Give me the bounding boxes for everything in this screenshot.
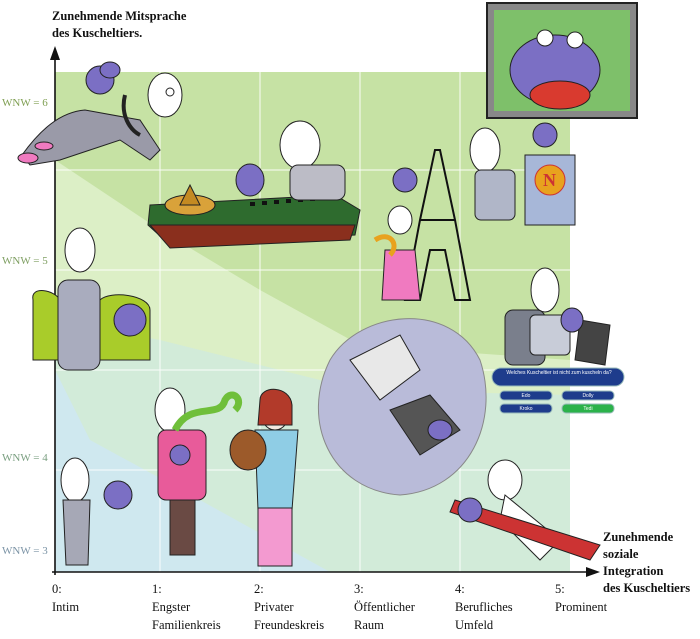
podium-letter: N [543, 170, 556, 190]
y-level-label: WNW = 6 [2, 97, 48, 109]
hippo-icon [427, 419, 453, 441]
illustration-podium-speaker [469, 122, 576, 226]
hippo-icon [392, 167, 418, 193]
hippo-icon [457, 497, 483, 523]
x-level-tick: 0: Intim [52, 582, 80, 614]
y-level-label: WNW = 3 [2, 545, 48, 557]
grid-lines [55, 72, 570, 572]
hippo-icon [113, 303, 147, 337]
quiz-question-text: Welches Kuscheltier ist nicht zum kusche… [506, 370, 612, 376]
illustration-computer-man [504, 267, 611, 366]
x-level-tick: 2: Privater Freundeskreis [254, 582, 325, 632]
quiz-answer-a [499, 390, 553, 401]
illustration-rocker [449, 459, 601, 561]
hippo-icon [169, 444, 191, 466]
illustration-car-bubble [317, 318, 487, 496]
x-axis-title-line1: Zunehmende [603, 530, 674, 544]
illustration-roulette [147, 120, 361, 249]
illustration-eiffel-tower [373, 149, 472, 301]
y-level-label: WNW = 4 [2, 452, 48, 464]
x-axis-arrow [586, 567, 600, 577]
hippo-icon [532, 122, 558, 148]
hippo-icon [235, 163, 265, 197]
x-level-tick: 4: Berufliches Umfeld [455, 582, 513, 632]
teddy-icon [229, 429, 267, 471]
illustration-intimate [60, 457, 133, 566]
quiz-answer-text: Kroko [519, 406, 533, 412]
y-axis-title: Zunehmende Mitsprache des Kuscheltiers. [52, 8, 186, 42]
quiz-answer-text: Dolly [582, 393, 594, 399]
quiz-answer-text: Tedi [583, 406, 593, 412]
hippo-icon [560, 307, 584, 333]
illustration-crawling-man [17, 61, 183, 166]
illustration-tv-hippo [486, 2, 638, 119]
x-axis-title-line2: soziale Integration [603, 547, 664, 578]
x-axis-title-line3: des Kuscheltiers [603, 581, 691, 595]
x-level-tick: 1: Engster Familienkreis [152, 582, 221, 632]
hippo-icon [103, 480, 133, 510]
x-axis-title: Zunehmende soziale Integration des Kusch… [603, 529, 700, 597]
podium-emblem [534, 164, 566, 196]
illustration-family [154, 387, 299, 567]
quiz-answer-b [561, 390, 615, 401]
y-axis-title-line1: Zunehmende Mitsprache [52, 9, 187, 23]
x-level-tick: 3: Öffentlicher Raum [354, 582, 415, 632]
quiz-answer-text: Edo [521, 393, 531, 399]
quiz-panel [491, 367, 625, 414]
y-level-label: WNW = 5 [2, 255, 48, 267]
y-axis-arrow [50, 46, 60, 60]
zone-blue [55, 370, 330, 572]
x-level-tick: 5: Prominent [555, 582, 608, 614]
quiz-answer-c [499, 403, 553, 414]
illustration-sofa-man [32, 227, 151, 371]
quiz-answer-d [561, 403, 615, 414]
y-axis-title-line2: des Kuscheltiers. [52, 26, 143, 40]
quiz-question-box [491, 367, 625, 387]
